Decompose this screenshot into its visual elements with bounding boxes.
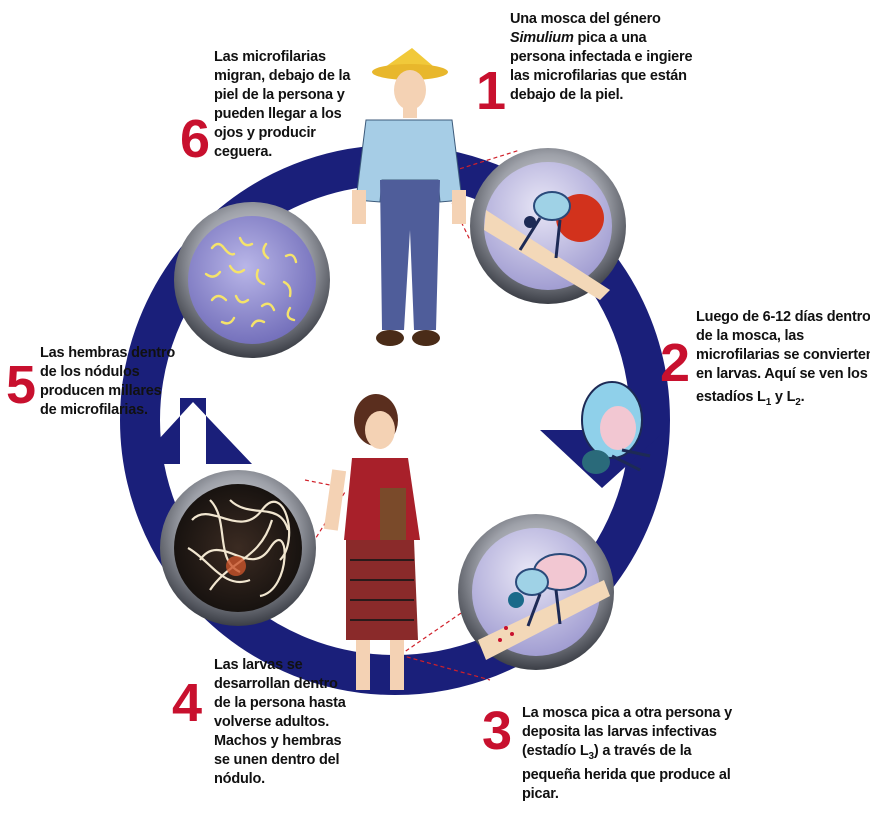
step-6-description: Las microfilarias migran, debajo de la p…: [214, 48, 350, 162]
step-3-line-1: La mosca pica a otra persona y: [522, 704, 732, 723]
genus-name: Simulium: [510, 30, 574, 46]
lens-microfilariae: [174, 202, 330, 358]
step-5-line-4: de microfilarias.: [40, 401, 175, 420]
step-2-line-4: en larvas. Aquí se ven los: [696, 365, 870, 384]
infected-man-illustration: [352, 48, 466, 346]
step-3-line-2: deposita las larvas infectivas: [522, 723, 732, 742]
step-number-2: 2: [660, 336, 690, 390]
lens-fly-depositing-larvae: [458, 514, 614, 670]
step-3-line-3: (estadío L3) a través de la: [522, 742, 732, 766]
stage-text-l3-a: (estadío L: [522, 743, 588, 759]
stage-text-b: y L: [771, 389, 795, 405]
step-3-description: La mosca pica a otra persona y deposita …: [522, 704, 732, 804]
step-number-6: 6: [180, 112, 210, 166]
step-6-line-3: piel de la persona y: [214, 86, 350, 105]
step-2-line-1: Luego de 6-12 días dentro: [696, 308, 870, 327]
step-1-line-2-rest: pica a una: [574, 30, 647, 46]
stage-text-c: .: [801, 389, 805, 405]
step-3-line-4: pequeña herida que produce al: [522, 766, 732, 785]
lens-adult-worms-nodule: [160, 470, 316, 626]
step-4-description: Las larvas se desarrollan dentro de la p…: [214, 656, 346, 789]
stage-text-a: estadíos L: [696, 389, 766, 405]
step-4-line-1: Las larvas se: [214, 656, 346, 675]
step-4-line-5: Machos y hembras: [214, 732, 346, 751]
step-4-line-6: se unen dentro del: [214, 751, 346, 770]
stage-text-l3-b: ) a través de la: [594, 743, 692, 759]
step-number-5: 5: [6, 358, 36, 412]
step-1-line-5: debajo de la piel.: [510, 86, 692, 105]
step-6-line-4: pueden llegar a los: [214, 105, 350, 124]
step-6-line-2: migran, debajo de la: [214, 67, 350, 86]
woman-illustration: [324, 394, 420, 690]
lens-fly-biting-infected: [470, 148, 626, 304]
step-1-description: Una mosca del género Simulium pica a una…: [510, 10, 692, 105]
step-2-line-5: estadíos L1 y L2.: [696, 388, 870, 412]
step-2-description: Luego de 6-12 días dentro de la mosca, l…: [696, 308, 870, 412]
step-6-line-1: Las microfilarias: [214, 48, 350, 67]
step-1-line-2: Simulium pica a una: [510, 29, 692, 48]
step-6-line-6: ceguera.: [214, 143, 350, 162]
step-6-line-5: ojos y producir: [214, 124, 350, 143]
step-1-line-4: las microfilarias que están: [510, 67, 692, 86]
step-4-line-4: volverse adultos.: [214, 713, 346, 732]
step-4-line-3: de la persona hasta: [214, 694, 346, 713]
step-5-line-3: producen millares: [40, 382, 175, 401]
step-2-line-2: de la mosca, las: [696, 327, 870, 346]
step-4-line-2: desarrollan dentro: [214, 675, 346, 694]
step-number-3: 3: [482, 704, 512, 758]
step-3-line-5: picar.: [522, 785, 732, 804]
step-number-1: 1: [476, 64, 506, 118]
step-5-line-1: Las hembras dentro: [40, 344, 175, 363]
step-4-line-7: nódulo.: [214, 770, 346, 789]
step-1-line-3: persona infectada e ingiere: [510, 48, 692, 67]
step-number-4: 4: [172, 676, 202, 730]
step-2-line-3: microfilarias se convierten: [696, 346, 870, 365]
step-5-description: Las hembras dentro de los nódulos produc…: [40, 344, 175, 420]
step-5-line-2: de los nódulos: [40, 363, 175, 382]
step-1-line-1: Una mosca del género: [510, 10, 692, 29]
